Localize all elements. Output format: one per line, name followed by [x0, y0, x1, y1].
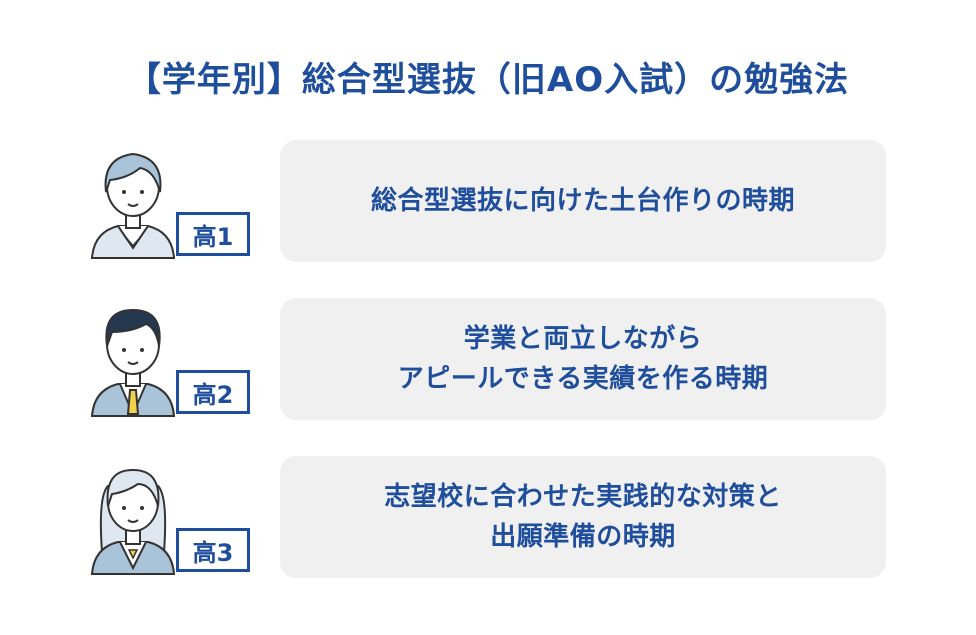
- grade-badge: 高3: [176, 528, 250, 572]
- card-text-line: 志望校に合わせた実践的な対策と: [384, 482, 782, 512]
- student-girl-icon: [88, 140, 178, 260]
- page-title: 【学年別】総合型選抜（旧AO入試）の勉強法: [126, 60, 850, 100]
- grade-badge: 高1: [176, 212, 250, 256]
- study-method-card: 志望校に合わせた実践的な対策と 出願準備の時期: [280, 456, 886, 578]
- card-text-line: 出願準備の時期: [490, 522, 676, 552]
- grade-row-2: 高2 学業と両立しながら アピールできる実績を作る時期: [0, 298, 976, 424]
- student-girl-long-hair-icon: [88, 456, 178, 576]
- card-text-line: 学業と両立しながら: [463, 324, 703, 354]
- grade-row-1: 高1 総合型選抜に向けた土台作りの時期: [0, 140, 976, 266]
- study-method-card: 総合型選抜に向けた土台作りの時期: [280, 140, 886, 262]
- card-text-line: アピールできる実績を作る時期: [397, 364, 769, 394]
- study-method-card: 学業と両立しながら アピールできる実績を作る時期: [280, 298, 886, 420]
- student-boy-icon: [88, 298, 178, 418]
- grade-row-3: 高3 志望校に合わせた実践的な対策と 出願準備の時期: [0, 456, 976, 582]
- grade-badge: 高2: [176, 370, 250, 414]
- card-text-line: 総合型選抜に向けた土台作りの時期: [370, 186, 795, 216]
